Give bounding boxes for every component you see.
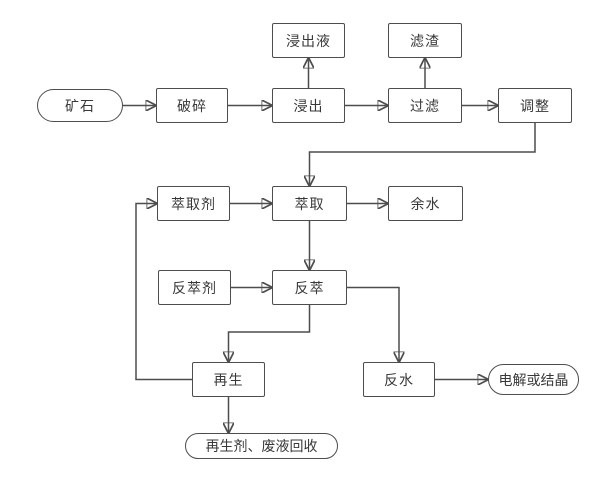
node-regenerate: 再生 bbox=[192, 362, 265, 397]
node-extractant: 萃取剂 bbox=[157, 186, 230, 221]
node-excess-water: 余水 bbox=[388, 186, 463, 221]
edge-regenerate-extractant bbox=[135, 204, 192, 381]
node-electrolysis: 电解或结晶 bbox=[488, 364, 579, 395]
node-ore: 矿石 bbox=[37, 89, 123, 122]
node-crush: 破碎 bbox=[156, 88, 228, 123]
node-adjust: 调整 bbox=[498, 88, 572, 123]
node-strip-water: 反水 bbox=[363, 362, 435, 397]
node-filter: 过滤 bbox=[388, 88, 462, 123]
node-leach: 浸出 bbox=[272, 88, 345, 123]
node-extract: 萃取 bbox=[272, 186, 347, 221]
node-recovery: 再生剂、废液回收 bbox=[185, 433, 338, 459]
edge-strip-regenerate bbox=[229, 305, 311, 361]
node-residue: 滤渣 bbox=[388, 23, 462, 58]
node-strip: 反萃 bbox=[272, 270, 347, 305]
node-strip-agent: 反萃剂 bbox=[158, 270, 231, 305]
edge-strip-strip-water bbox=[347, 286, 399, 362]
node-leachate: 浸出液 bbox=[272, 23, 345, 58]
edge-adjust-extract bbox=[310, 123, 536, 185]
